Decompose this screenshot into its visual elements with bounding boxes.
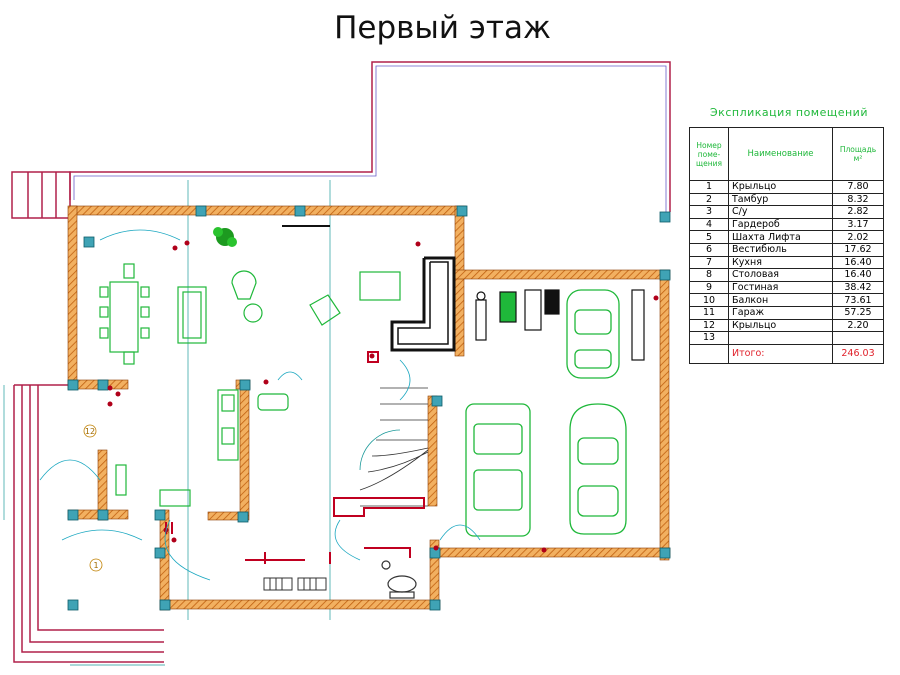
staircase	[359, 387, 429, 507]
side-table	[359, 271, 401, 301]
door-swings	[39, 229, 481, 581]
header-number: Номер поме-щения	[689, 127, 729, 181]
total-row: Итого: 246.03	[689, 343, 884, 364]
fireplace	[390, 256, 456, 352]
red-markers	[107, 240, 659, 553]
car-garage-top	[566, 289, 620, 379]
benches	[263, 577, 327, 591]
total-label: Итого:	[728, 343, 833, 364]
entrance-stairs-bottom	[13, 384, 164, 663]
kitchen-counter	[217, 389, 239, 461]
entrance-stairs-top	[11, 171, 71, 219]
columns	[67, 205, 671, 611]
dining-table	[109, 281, 139, 353]
kitchen-sink	[257, 393, 289, 411]
room-number-1: 1	[93, 561, 98, 570]
page-title: Первый этаж	[334, 10, 551, 46]
header-name: Наименование	[728, 127, 833, 181]
fixtures	[165, 351, 425, 564]
dimension-lines	[3, 180, 331, 666]
header-area: Площадь м²	[832, 127, 884, 181]
car-garage-left	[465, 403, 531, 537]
counter-2	[159, 489, 191, 507]
room-number-12: 12	[85, 427, 95, 436]
total-area: 246.03	[832, 343, 884, 364]
explication-title: Экспликация помещений	[710, 106, 868, 119]
room-marker-12: 12	[83, 424, 97, 438]
explication-table: Номер поме-щения Наименование Площадь м²…	[689, 127, 884, 364]
car-garage-right	[569, 403, 627, 535]
terrace-outline	[69, 61, 671, 212]
furniture	[99, 263, 401, 507]
coffee-table	[243, 303, 263, 323]
armchair-2	[309, 294, 341, 326]
sideboard	[177, 286, 207, 344]
garage-equipment	[475, 289, 645, 361]
armchair-1	[231, 270, 257, 300]
table-row: 13	[689, 331, 884, 345]
toilet-icon	[381, 560, 417, 599]
plant-icon	[213, 227, 237, 247]
room-marker-1: 1	[89, 558, 103, 572]
